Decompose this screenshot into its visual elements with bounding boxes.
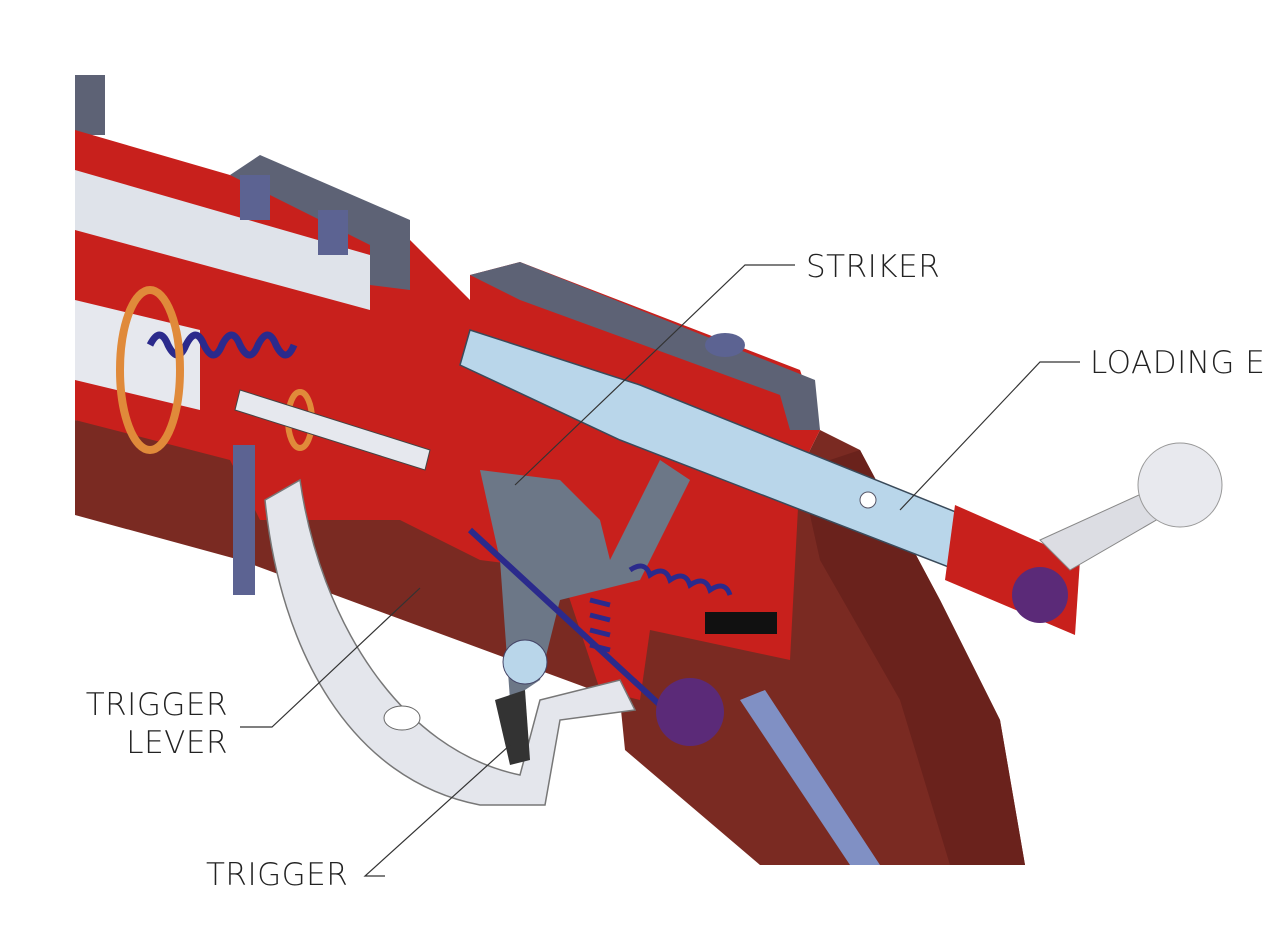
striker-lever bbox=[480, 460, 690, 700]
stock-grip bbox=[800, 450, 1025, 865]
roller bbox=[502, 639, 548, 685]
loading-leader bbox=[899, 361, 1080, 511]
adjuster-knob bbox=[656, 678, 724, 746]
label-loading: LOADING E bbox=[1090, 345, 1266, 381]
bolt-end-housing bbox=[945, 505, 1080, 635]
striker-leader bbox=[514, 264, 795, 486]
bolt-hole bbox=[859, 491, 877, 509]
barrel bbox=[75, 170, 370, 310]
screw-head bbox=[705, 333, 745, 357]
orange-ring-left bbox=[116, 286, 184, 454]
adjuster-rod bbox=[740, 690, 880, 865]
trigger-lever-leader bbox=[240, 587, 421, 728]
rear-post bbox=[75, 75, 105, 135]
screw bbox=[240, 175, 270, 220]
black-marker bbox=[705, 612, 777, 634]
piston-chamber bbox=[75, 300, 200, 410]
label-trigger-lever-line2: LEVER bbox=[126, 725, 228, 761]
bolt-cap bbox=[1012, 567, 1068, 623]
screw bbox=[318, 210, 348, 255]
label-trigger: TRIGGER bbox=[206, 857, 349, 893]
rear-block bbox=[470, 262, 820, 430]
label-striker: STRIKER bbox=[806, 249, 941, 285]
main-spring bbox=[146, 331, 298, 359]
screw bbox=[233, 445, 255, 595]
firing-rod bbox=[234, 389, 431, 471]
leader-lines bbox=[240, 264, 1080, 877]
trigger-blade bbox=[495, 690, 530, 765]
small-springs bbox=[589, 563, 733, 653]
trigger-guard bbox=[264, 478, 637, 806]
guard-hole bbox=[383, 705, 421, 731]
trigger-link-rod bbox=[467, 527, 663, 708]
loading-handle-ball bbox=[1137, 442, 1223, 528]
label-trigger-lever-line1: TRIGGER bbox=[85, 687, 228, 723]
trigger-leader bbox=[363, 744, 511, 877]
front-block bbox=[230, 155, 410, 290]
